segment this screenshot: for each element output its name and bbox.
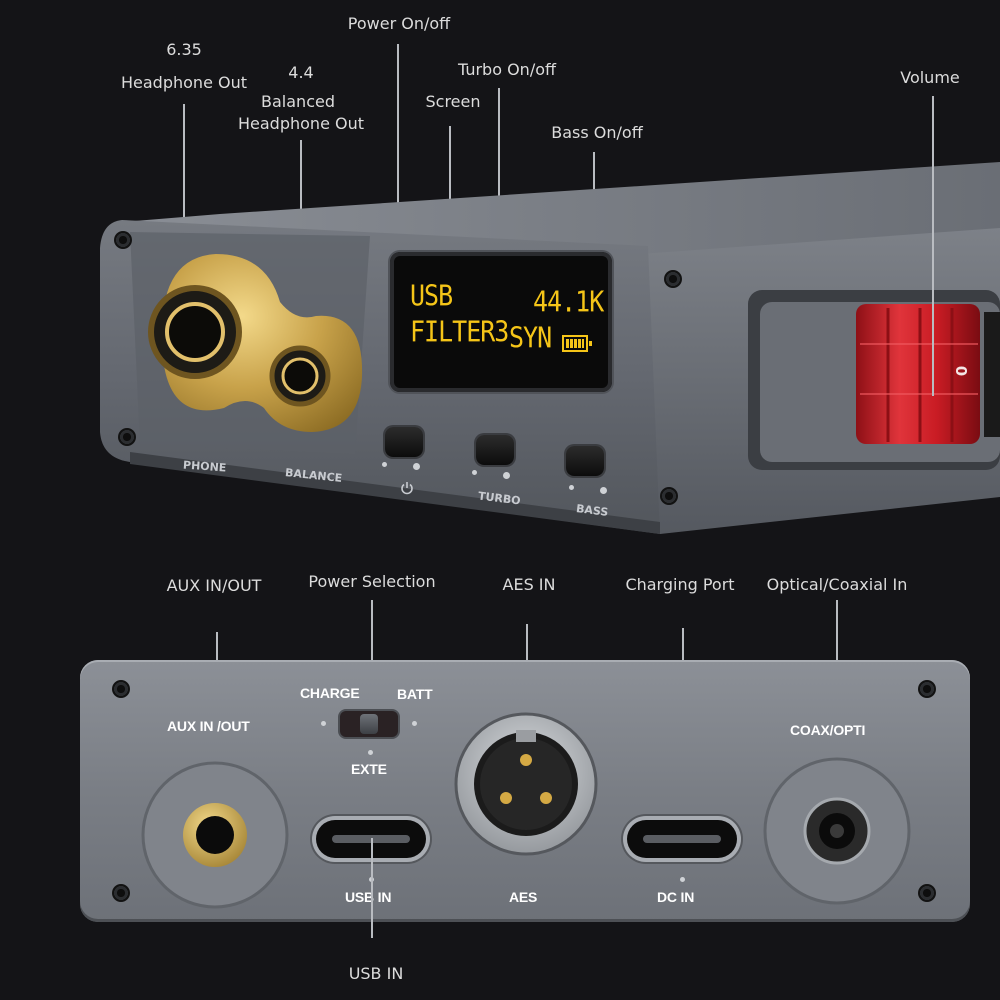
screw-icon: [112, 680, 130, 698]
headphone-out-label: Headphone Out: [121, 73, 247, 92]
power-selection-label: Power Selection: [308, 572, 436, 591]
oled-screen: [390, 252, 612, 392]
dc-in-port[interactable]: [627, 820, 737, 858]
dc-in-engraving: DC IN: [657, 889, 695, 905]
display-source: USB: [410, 278, 453, 313]
aes-in-label: AES IN: [502, 575, 556, 594]
aes-engraving: AES: [509, 889, 538, 905]
coax-opti-jack[interactable]: [762, 756, 912, 906]
turbo-switch[interactable]: [476, 435, 514, 465]
switch-position-dot: [472, 470, 477, 475]
turbo-onoff-label: Turbo On/off: [457, 60, 557, 79]
switch-knob: [360, 714, 378, 734]
exte-engraving: EXTE: [351, 761, 387, 777]
usb-in-label: USB IN: [348, 964, 404, 983]
screw-icon: [918, 680, 936, 698]
volume-knob-mark: 0: [952, 365, 971, 377]
switch-position-dot: [382, 462, 387, 467]
screw-icon: [118, 428, 136, 446]
screw-icon: [918, 884, 936, 902]
front-device-illustration: [100, 162, 1000, 534]
balanced-size-label: 4.4: [288, 63, 314, 82]
switch-position-dot: [413, 463, 420, 470]
switch-position-dot: [368, 750, 373, 755]
screen-label: Screen: [425, 92, 481, 111]
volume-leader: [932, 96, 934, 396]
port-indicator-dot: [680, 877, 685, 882]
screw-icon: [112, 884, 130, 902]
headphone-out-leader: [183, 104, 185, 250]
switch-position-dot: [321, 721, 326, 726]
switch-position-dot: [569, 485, 574, 490]
power-switch[interactable]: [385, 427, 423, 457]
screw-icon: [660, 487, 678, 505]
battery-icon: [562, 335, 592, 352]
usb-in-engraving: USB IN: [345, 889, 392, 905]
usb-in-leader: [371, 838, 373, 938]
display-filter: FILTER3: [410, 314, 509, 349]
display-samplerate: 44.1K: [533, 284, 604, 319]
screen-leader: [449, 126, 451, 270]
power-selection-switch[interactable]: [340, 711, 398, 737]
power-selection-leader: [371, 600, 373, 712]
switch-position-dot: [503, 472, 510, 479]
balanced-line1-label: Balanced: [261, 92, 335, 111]
bass-switch[interactable]: [566, 446, 604, 476]
charging-port-label: Charging Port: [625, 575, 735, 594]
batt-engraving: BATT: [397, 686, 433, 702]
power-icon: [401, 482, 413, 495]
optical-coaxial-label: Optical/Coaxial In: [766, 575, 908, 594]
headphone-size-label: 6.35: [166, 40, 202, 59]
bass-onoff-label: Bass On/off: [551, 123, 643, 142]
aux-jack[interactable]: [140, 760, 290, 910]
aux-engraving: AUX IN /OUT: [167, 718, 250, 734]
charge-engraving: CHARGE: [300, 685, 360, 701]
volume-label: Volume: [900, 68, 960, 87]
balanced-line2-label: Headphone Out: [238, 114, 364, 133]
switch-position-dot: [600, 487, 607, 494]
screw-icon: [114, 231, 132, 249]
coax-opti-engraving: COAX/OPTI: [790, 722, 866, 738]
display-sync: SYN: [509, 320, 552, 355]
power-onoff-label: Power On/off: [347, 14, 451, 33]
aux-inout-label: AUX IN/OUT: [166, 576, 262, 595]
balanced-out-leader: [300, 140, 302, 270]
aes-xlr-connector[interactable]: [454, 712, 598, 856]
screw-icon: [664, 270, 682, 288]
switch-position-dot: [412, 721, 417, 726]
